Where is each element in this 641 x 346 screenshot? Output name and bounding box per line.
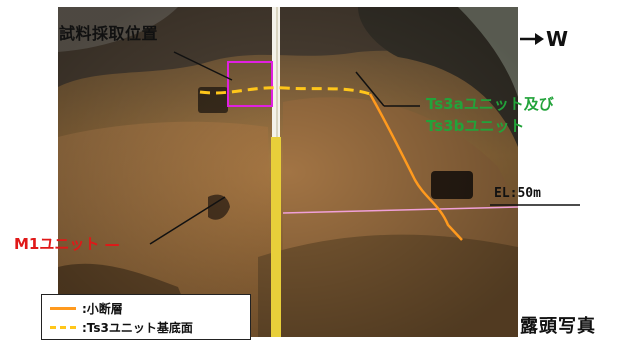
direction-label: W [546, 27, 569, 51]
legend-label: :Ts3ユニット基底面 [82, 320, 193, 335]
unit-label: Ts3aユニット及び Ts3bユニット [426, 95, 554, 135]
legend-solid-line-icon [50, 306, 76, 310]
sample-position-label: 試料採取位置 [59, 24, 159, 43]
legend-item-base: :Ts3ユニット基底面 [50, 318, 193, 336]
photo-caption: 露頭写真 [520, 316, 596, 337]
legend-label: :小断層 [82, 301, 123, 316]
outcrop-photo [58, 7, 518, 337]
legend-item-fault: :小断層 [50, 299, 123, 317]
legend-dashed-line-icon [50, 325, 76, 329]
direction-arrow-icon [520, 33, 544, 45]
legend: :小断層 :Ts3ユニット基底面 [41, 294, 251, 340]
elevation-label: EL:50m [494, 186, 541, 201]
m1-unit-label: M1ユニット — [14, 235, 120, 253]
